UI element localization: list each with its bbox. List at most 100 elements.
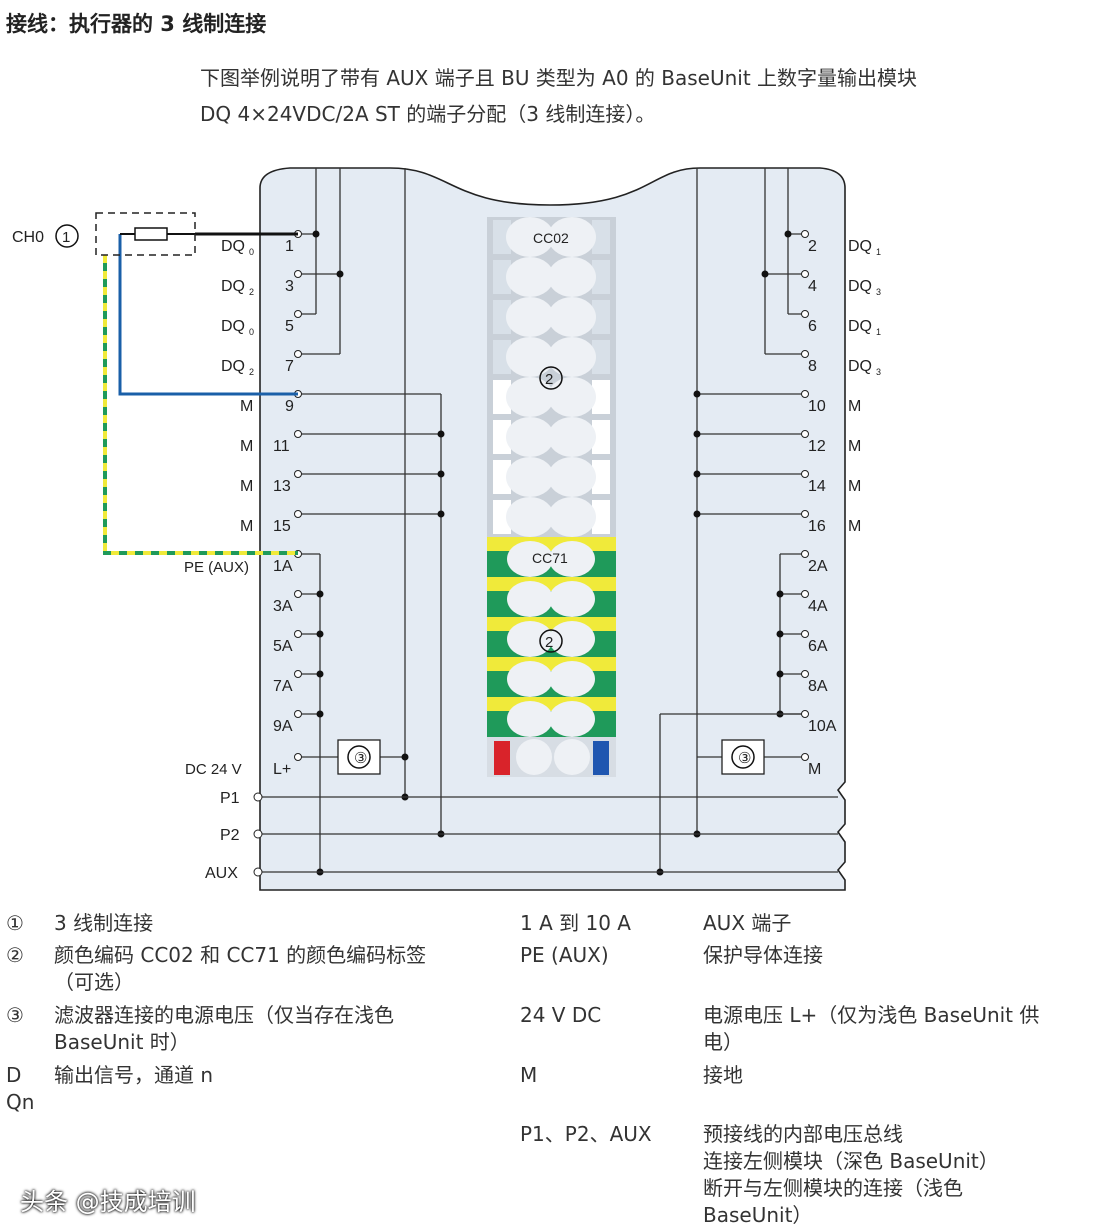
terminal-12 [801, 430, 809, 438]
terminal-5A [294, 630, 302, 638]
terminal-number: 5 [285, 318, 294, 335]
label-slot [592, 500, 610, 534]
blue-wire [118, 234, 298, 396]
label-disc [516, 739, 552, 775]
terminal-number: 6 [808, 318, 817, 335]
terminal-number: 10 [808, 398, 826, 415]
terminal-3A [294, 590, 302, 598]
red-marker [494, 741, 510, 775]
legend-key: M [520, 1063, 538, 1087]
terminal-number: 9 [285, 398, 294, 415]
label-slot [592, 220, 610, 254]
callout-circle [539, 366, 563, 390]
terminal-M [801, 753, 809, 761]
label-disc [548, 257, 596, 297]
junction-dot [437, 430, 445, 438]
label-disc [554, 739, 590, 775]
bus-terminal [253, 867, 263, 877]
intro-line-2: DQ 4×24VDC/2A ST 的端子分配（3 线制连接）。 [200, 102, 656, 126]
terminal-4 [801, 270, 809, 278]
legend-key: D Qn [6, 1063, 35, 1114]
terminal-label: M [240, 438, 253, 455]
terminal-number: M [808, 761, 821, 778]
terminal-subscript: 0 [249, 327, 254, 337]
terminal-11 [294, 430, 302, 438]
legend-key: ① [6, 911, 24, 935]
terminal-10A [801, 710, 809, 718]
callout-circle [731, 745, 755, 769]
junction-dot [693, 430, 701, 438]
callout-3: ③ [738, 750, 751, 767]
label-slot [493, 500, 511, 534]
legend-key: P1、P2、AUX [520, 1122, 652, 1146]
junction-dot [776, 670, 784, 678]
bus-label-aux: AUX [205, 865, 238, 882]
terminal-label: DQ [848, 278, 872, 295]
watermark: 头条 @技成培训 [20, 1188, 196, 1216]
actuator-resistor [134, 227, 168, 241]
terminal-16 [801, 510, 809, 518]
terminal-6 [801, 310, 809, 318]
terminal-7 [294, 350, 302, 358]
junction-dot [401, 753, 409, 761]
legend-text: 保护导体连接 [703, 943, 823, 967]
label-disc [548, 417, 596, 457]
junction-dot [776, 590, 784, 598]
label-disc [507, 621, 553, 657]
terminal-label: DQ [848, 238, 872, 255]
terminal-label: M [848, 478, 861, 495]
label-disc [548, 297, 596, 337]
junction-dot [693, 510, 701, 518]
terminal-label: DQ [221, 318, 245, 335]
label-disc [506, 457, 554, 497]
terminal-number: 13 [273, 478, 291, 495]
label-disc [506, 377, 554, 417]
label-disc [507, 581, 553, 617]
cc71-label: CC71 [532, 550, 568, 566]
terminal-3 [294, 270, 302, 278]
junction-dot [761, 270, 769, 278]
legend-text: 输出信号，通道 n [54, 1063, 214, 1087]
terminal-14 [801, 470, 809, 478]
label-slot [493, 460, 511, 494]
terminal-10 [801, 390, 809, 398]
terminal-label: M [240, 478, 253, 495]
terminal-number: 8A [808, 678, 828, 695]
terminal-label: DQ [221, 278, 245, 295]
label-disc [506, 297, 554, 337]
terminal-number: 9A [273, 718, 293, 735]
legend-key: 24 V DC [520, 1003, 602, 1027]
terminal-label: DQ [848, 358, 872, 375]
callout-3: ③ [354, 750, 367, 767]
junction-dot [693, 470, 701, 478]
bus-terminal [253, 829, 263, 839]
callout-circle [347, 745, 371, 769]
pe-wire-stripe [103, 255, 298, 555]
terminal-number: 16 [808, 518, 826, 535]
junction-dot [437, 470, 445, 478]
terminal-number: 4 [808, 278, 817, 295]
terminal-number: 1A [273, 558, 293, 575]
label-disc [506, 217, 554, 257]
terminal-subscript: 0 [249, 247, 254, 257]
terminal-number: 4A [808, 598, 828, 615]
terminal-number: 3 [285, 278, 294, 295]
terminal-7A [294, 670, 302, 678]
label-disc [549, 701, 595, 737]
terminal-number: 12 [808, 438, 826, 455]
terminal-9A [294, 710, 302, 718]
label-slot [493, 300, 511, 334]
callout-2: 2 [545, 371, 553, 388]
legend-text: 预接线的内部电压总线 连接左侧模块（深色 BaseUnit） 断开与左侧模块的连… [703, 1122, 999, 1227]
terminal-label: M [848, 398, 861, 415]
label-disc [548, 457, 596, 497]
terminal-13 [294, 470, 302, 478]
label-slot [592, 300, 610, 334]
terminal-subscript: 2 [249, 367, 254, 377]
terminal-label: M [848, 438, 861, 455]
terminal-subscript: 1 [876, 327, 881, 337]
terminal-L+ [294, 753, 302, 761]
terminal-number: 15 [273, 518, 291, 535]
terminal-number: 2A [808, 558, 828, 575]
